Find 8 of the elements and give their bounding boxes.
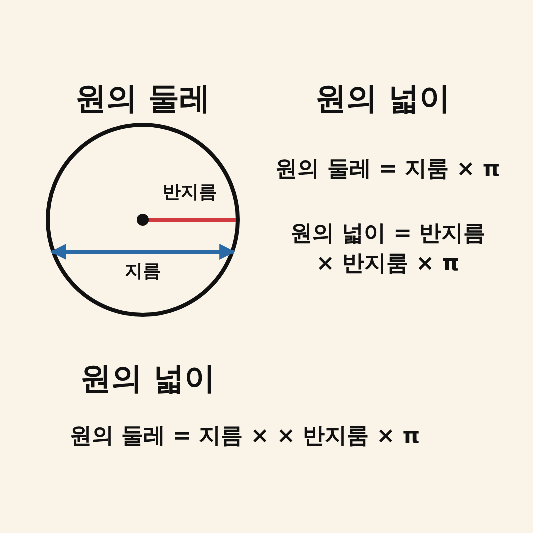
heading: 원의 둘레 xyxy=(76,80,210,120)
formula-text: 원의 넓이 = 반지름 × 반지룸 × π xyxy=(289,220,487,278)
heading: 원의 넓이 xyxy=(316,80,450,120)
dimension-label: 지름 xyxy=(125,260,161,284)
heading: 원의 넓이 xyxy=(80,360,216,400)
dimension-label: 반지름 xyxy=(163,180,217,205)
formula-text: 원의 둘레 = 지룸 × π xyxy=(276,156,500,184)
formula-text: 원의 둘레 = 지름 × × 반지룸 × π xyxy=(70,423,420,452)
